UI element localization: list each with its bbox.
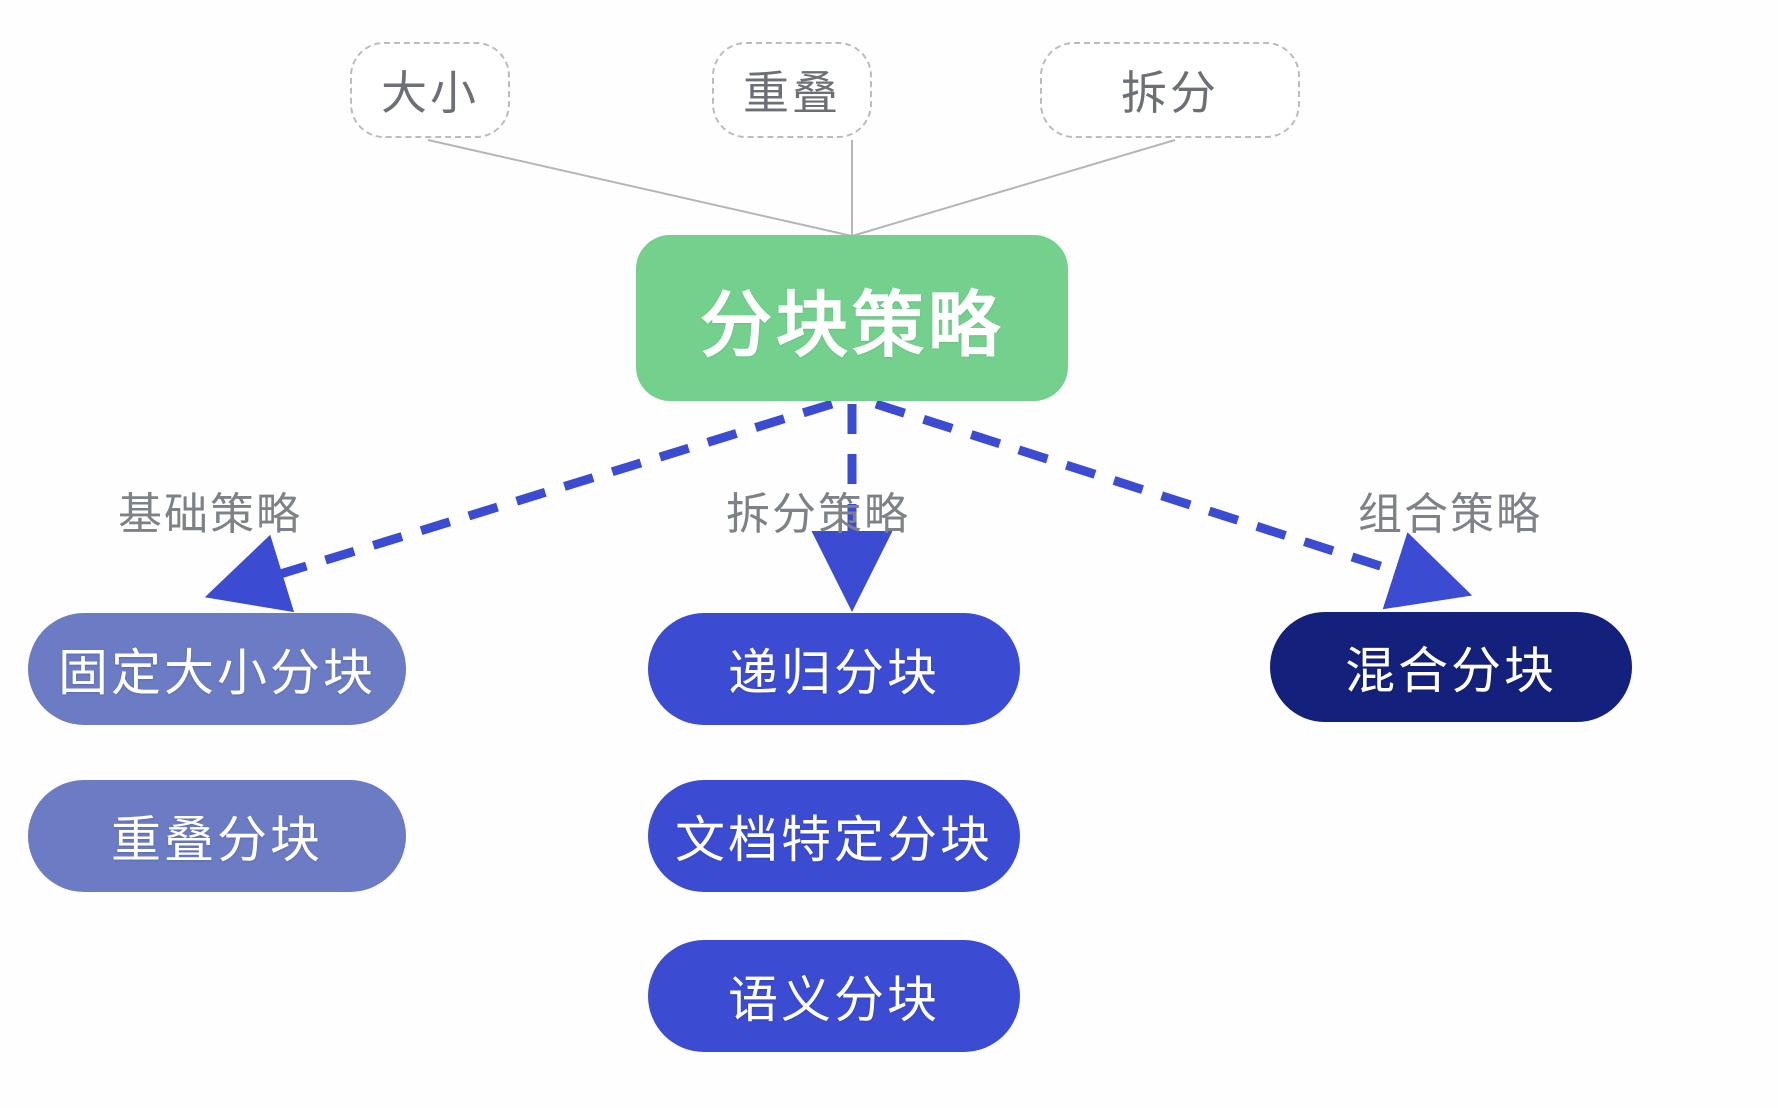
attribute-chip-split-label: 拆分 [1121,67,1219,119]
connector-size-to-root [427,139,853,237]
pill-hybrid-chunking[interactable]: 混合分块 [1270,612,1632,722]
branch-label-basic: 基础策略 [118,478,302,542]
attribute-chip-overlap-label: 重叠 [743,67,841,119]
attribute-chip-overlap[interactable]: 重叠 [712,42,872,138]
pill-overlap-chunking-label: 重叠分块 [111,812,323,868]
pill-semantic-chunking[interactable]: 语义分块 [648,940,1020,1052]
pill-fixed-size-chunking-label: 固定大小分块 [58,645,376,701]
pill-document-specific-chunking-label: 文档特定分块 [675,812,993,868]
pill-hybrid-chunking-label: 混合分块 [1345,643,1557,699]
pill-overlap-chunking[interactable]: 重叠分块 [28,780,406,892]
branch-label-split: 拆分策略 [726,478,910,542]
root-node-chunking-strategy[interactable]: 分块策略 [636,235,1068,401]
pill-recursive-chunking[interactable]: 递归分块 [648,613,1020,725]
pill-document-specific-chunking[interactable]: 文档特定分块 [648,780,1020,892]
branch-label-split-text: 拆分策略 [726,490,910,539]
pill-recursive-chunking-label: 递归分块 [728,645,940,701]
root-node-label: 分块策略 [699,285,1004,366]
pill-semantic-chunking-label: 语义分块 [728,972,940,1028]
connector-split-to-root [851,139,1176,237]
attribute-chip-size[interactable]: 大小 [350,42,510,138]
branch-label-combined: 组合策略 [1358,478,1542,542]
attribute-chip-size-label: 大小 [381,67,479,119]
pill-fixed-size-chunking[interactable]: 固定大小分块 [28,613,406,725]
attribute-chip-split[interactable]: 拆分 [1040,42,1300,138]
branch-label-combined-text: 组合策略 [1358,490,1542,539]
branch-label-basic-text: 基础策略 [118,490,302,539]
